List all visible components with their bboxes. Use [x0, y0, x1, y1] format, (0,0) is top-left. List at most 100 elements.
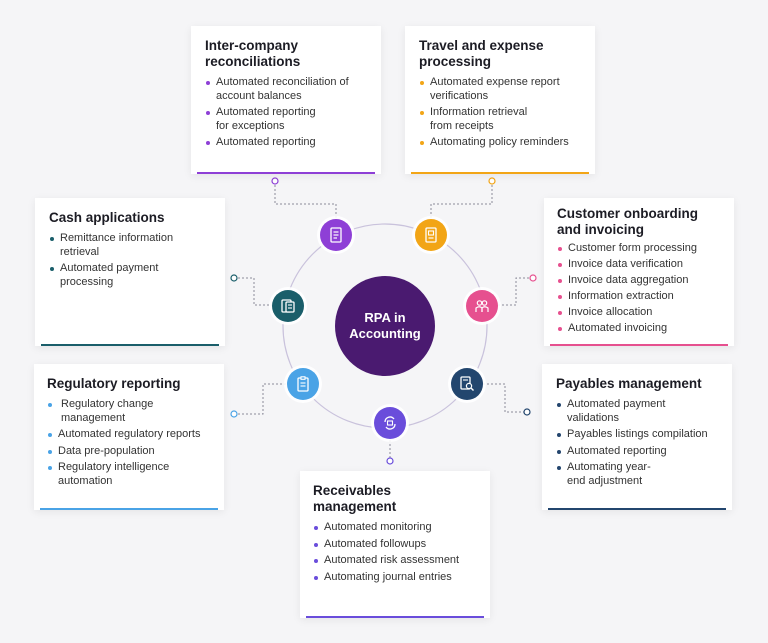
center-title-line2: Accounting: [349, 326, 421, 341]
search-document-icon: [460, 376, 474, 391]
bullet: [420, 141, 424, 145]
list-item: Invoice data verification: [557, 258, 720, 272]
bullet: [558, 263, 562, 267]
center-title-line1: RPA in: [364, 310, 406, 325]
connector-payables: [483, 383, 527, 413]
list-item: Automated monitoring: [313, 521, 478, 535]
list-item: Automated reconciliation of: [205, 76, 367, 90]
card-underline: [411, 172, 589, 174]
bullet: [420, 81, 424, 85]
list-item: account balances: [216, 89, 302, 102]
list-item: Automated invoicing: [557, 322, 720, 336]
bullet: [558, 295, 562, 299]
list-item: end adjustment: [567, 474, 643, 487]
list-item: Automating journal entries: [313, 571, 478, 585]
bullet: [558, 279, 562, 283]
list-item: from receipts: [430, 119, 494, 132]
card-title: Payables management: [556, 376, 702, 391]
money-cycle-icon: [384, 416, 396, 430]
connector-intercompany: [274, 181, 337, 222]
list-item: Customer form processing: [557, 242, 720, 256]
list-item: Invoice allocation: [557, 306, 720, 320]
card-cash: Cash applications Remittance information…: [35, 198, 225, 346]
list-item: Payables listings compilation: [556, 428, 719, 442]
bullet: [557, 403, 561, 407]
list-item: retrieval: [60, 245, 100, 258]
node-travel[interactable]: [415, 219, 447, 251]
card-list: Automated payment validations Payables l…: [556, 398, 719, 488]
bullet: [48, 449, 52, 454]
invoice-icon: [281, 299, 295, 313]
list-item: Automated payment: [49, 262, 211, 276]
card-underline: [40, 508, 218, 510]
bullet: [206, 141, 210, 145]
node-intercompany[interactable]: [320, 219, 352, 251]
list-item: Data pre-population: [47, 445, 211, 459]
list-item: validations: [567, 411, 619, 424]
card-underline: [197, 172, 375, 174]
list-item: management: [61, 411, 126, 424]
card-underline: [306, 616, 484, 618]
bullet: [206, 81, 210, 85]
bullet: [558, 247, 562, 251]
bullet: [557, 466, 561, 470]
connector-travel: [430, 181, 493, 222]
node-receivables[interactable]: [374, 407, 406, 439]
bullet: [314, 542, 318, 547]
card-list: Remittance information retrieval Automat…: [49, 232, 211, 289]
bullet: [557, 433, 561, 437]
list-item: Automated reporting: [205, 106, 367, 120]
bullet: [558, 327, 562, 331]
node-payables[interactable]: [451, 368, 483, 400]
card-title: Cash applications: [49, 210, 165, 225]
bullet: [206, 111, 210, 115]
clipboard-icon: [297, 376, 309, 392]
card-list: Automated monitoring Automated followups…: [313, 521, 478, 584]
list-item: Information retrieval: [419, 106, 581, 120]
list-item: Automated reporting: [205, 136, 367, 150]
bullet: [557, 449, 561, 454]
bullet: [48, 433, 52, 437]
bullet: [50, 267, 54, 271]
card-underline: [41, 344, 219, 346]
anchor-customer: [529, 274, 537, 282]
list-item: Automated reporting: [556, 445, 719, 459]
card-list: Automated reconciliation of account bala…: [205, 76, 367, 150]
list-item: Information extraction: [557, 290, 720, 304]
list-item: Automated risk assessment: [313, 554, 478, 568]
node-cash[interactable]: [272, 290, 304, 322]
people-icon: [475, 300, 489, 312]
anchor-payables: [523, 408, 531, 416]
node-regulatory[interactable]: [287, 368, 319, 400]
node-customer[interactable]: [466, 290, 498, 322]
list-item: Automating year-: [556, 461, 719, 475]
connector-regulatory: [234, 383, 287, 415]
bullet: [314, 559, 318, 563]
bullet: [48, 466, 52, 470]
list-item: Regulatory change: [47, 398, 211, 412]
list-item: Automated expense report: [419, 76, 581, 90]
anchor-cash: [230, 274, 238, 282]
list-item: verifications: [430, 89, 489, 102]
anchor-intercompany: [271, 177, 279, 185]
list-item: Remittance information: [49, 232, 211, 246]
bullet: [420, 111, 424, 115]
anchor-receivables: [386, 457, 394, 465]
connector-customer: [498, 277, 533, 306]
card-underline: [548, 508, 726, 510]
list-item: Automated regulatory reports: [47, 428, 211, 442]
bullet: [50, 237, 54, 241]
card-payables: Payables management Automated payment va…: [542, 364, 732, 510]
card-underline: [550, 344, 728, 346]
bullet: [48, 403, 52, 407]
card-title: Regulatory reporting: [47, 376, 181, 391]
bullet: [314, 575, 318, 580]
card-title: Receivables management: [313, 483, 397, 514]
list-item: Automating policy reminders: [419, 136, 581, 150]
receipt-icon: [425, 227, 437, 243]
